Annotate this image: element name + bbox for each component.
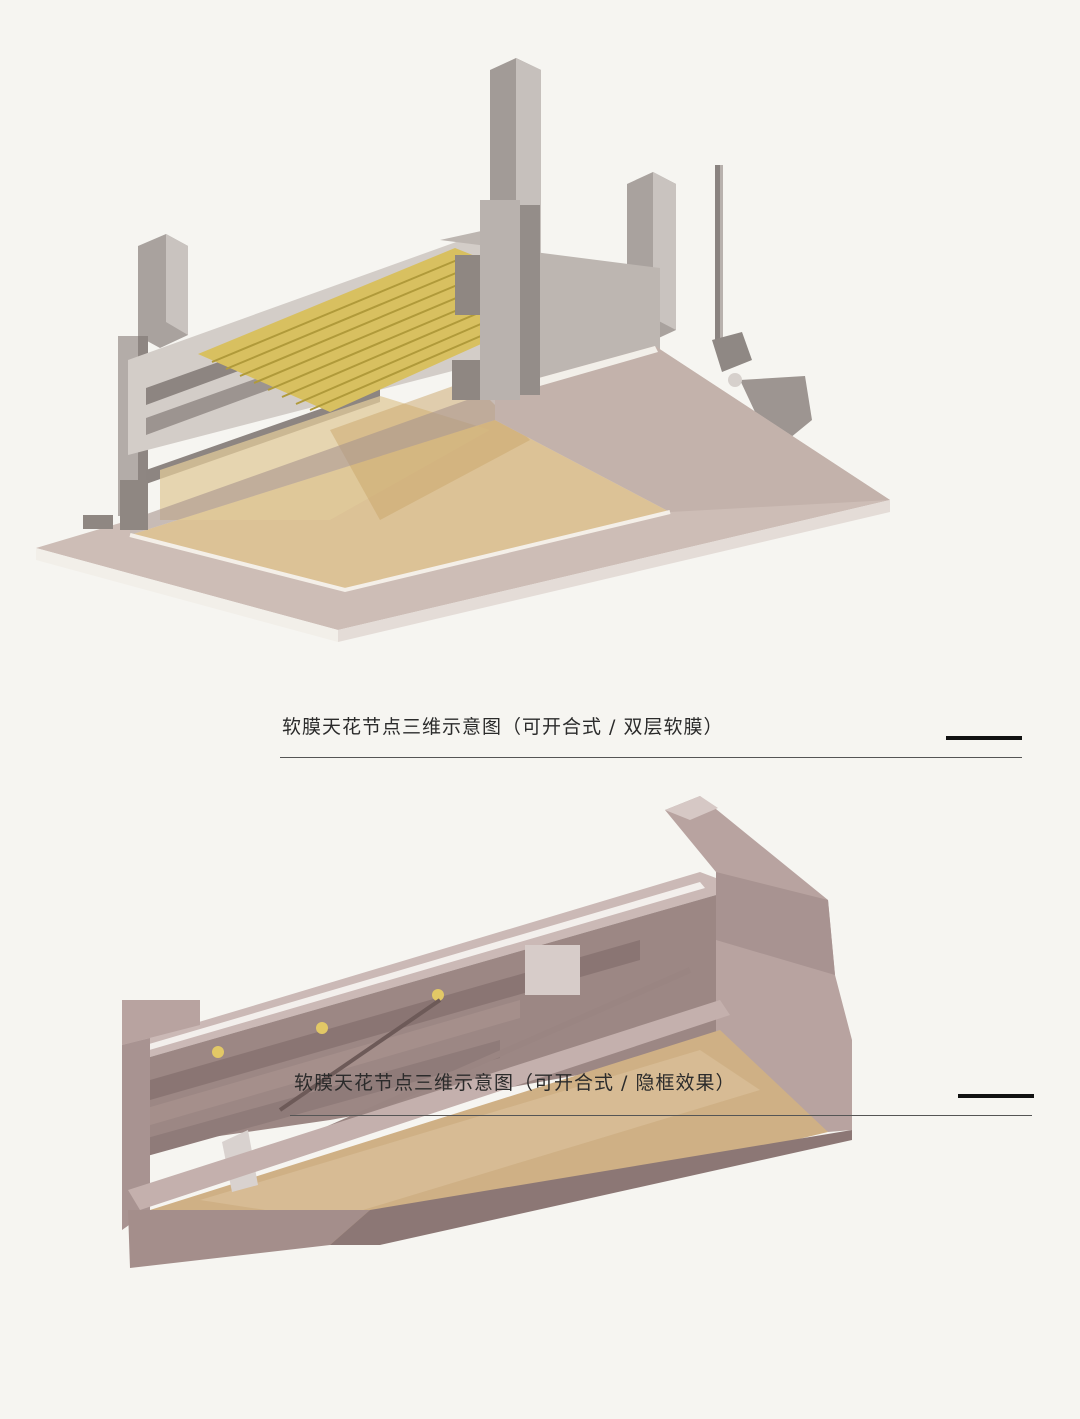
hidden-frame-ceiling-diagram xyxy=(122,796,852,1268)
bottom-rail xyxy=(128,1000,852,1268)
double-layer-ceiling-diagram xyxy=(36,58,890,642)
caption-underline xyxy=(290,1115,1032,1116)
caption-underline xyxy=(280,757,1022,758)
side-panel-right xyxy=(665,796,852,1132)
hanger-rod xyxy=(712,165,812,438)
support-post-front xyxy=(480,200,540,400)
figure-caption-1: 软膜天花节点三维示意图（可开合式 / 双层软膜） xyxy=(282,716,724,738)
soft-film xyxy=(150,1030,828,1245)
caption-accent-bar xyxy=(946,736,1022,740)
ceiling-board xyxy=(36,346,890,642)
side-panel-left xyxy=(122,1000,200,1230)
upper-film xyxy=(198,248,491,412)
interior-frame xyxy=(122,895,716,1158)
top-rail xyxy=(122,872,716,1065)
figure-caption-2: 软膜天花节点三维示意图（可开合式 / 隐框效果） xyxy=(294,1072,736,1094)
figure-hidden-frame xyxy=(0,790,1080,1290)
figure-double-layer xyxy=(0,0,1080,700)
caption-accent-bar xyxy=(958,1094,1034,1098)
